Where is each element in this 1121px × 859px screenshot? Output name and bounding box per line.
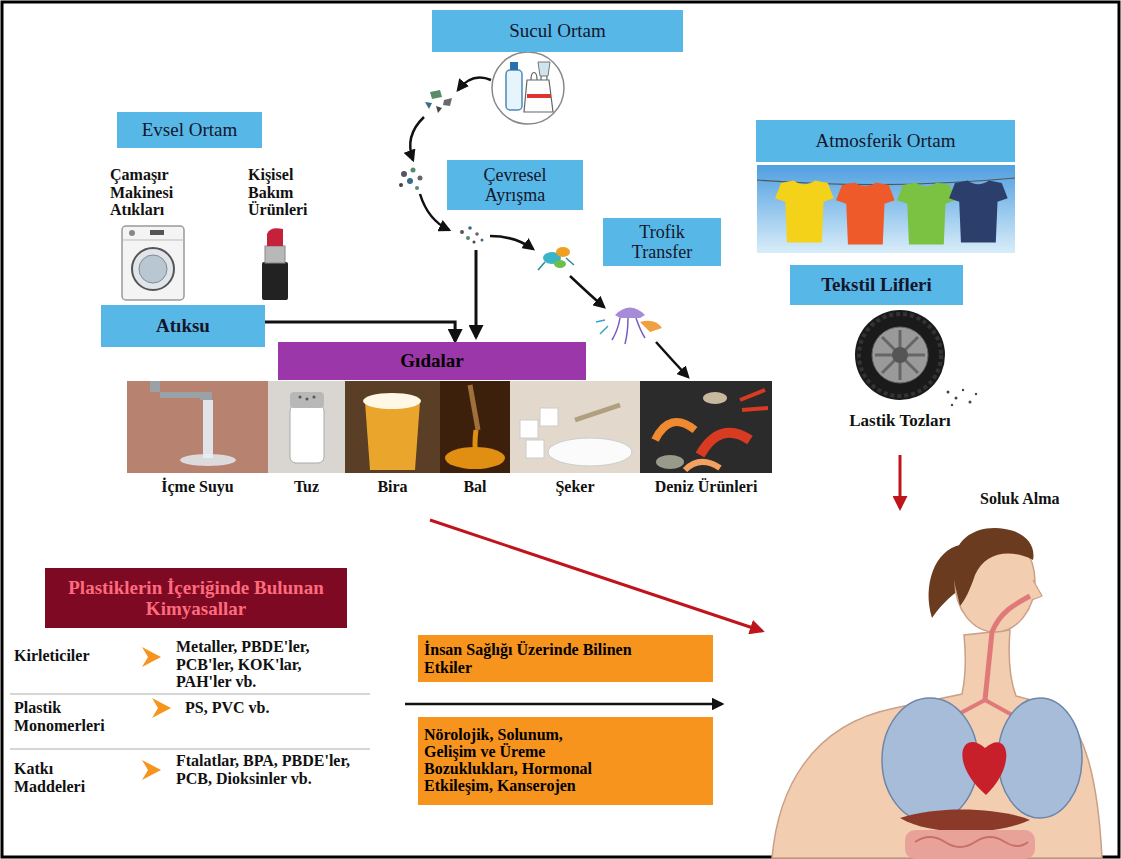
box-text: Evsel Ortam — [142, 119, 238, 140]
item-label: Kişisel Bakım Ürünleri — [248, 166, 324, 219]
exposure-arrows — [405, 455, 900, 704]
category-box: Gıdalar — [278, 342, 586, 380]
item-label: Bal — [440, 478, 510, 496]
item-label: Deniz Ürünleri — [640, 478, 772, 496]
item-label: Çamaşır Makinesi Atıkları — [110, 166, 194, 219]
box-text: Çevresel Ayrışma — [453, 165, 577, 205]
item-label: Metaller, PBDE'ler, PCB'ler, KOK'lar, PA… — [176, 638, 351, 691]
category-box: Trofik Transfer — [603, 218, 721, 266]
box-text: Nörolojik, Solunum, Gelişim ve Üreme Boz… — [424, 727, 596, 794]
category-box: Çevresel Ayrışma — [447, 160, 583, 210]
lipstick-icon — [262, 228, 288, 300]
item-label: Soluk Alma — [980, 490, 1080, 508]
category-box: Atıksu — [101, 305, 265, 347]
washing-machine-icon — [122, 226, 184, 300]
item-label: Ftalatlar, BPA, PBDE'ler, PCB, Dioksinle… — [176, 752, 356, 787]
item-label: İçme Suyu — [127, 478, 268, 496]
tire-icon — [855, 310, 977, 406]
clothesline-photo — [757, 165, 1015, 253]
category-box: Sucul Ortam — [432, 10, 683, 52]
item-label: Katkı Maddeleri — [14, 760, 114, 795]
item-label: Plastik Monomerleri — [14, 699, 132, 734]
box-text: Plastiklerin İçeriğinde Bulunan Kimyasal… — [51, 577, 341, 620]
box-text: Trofik Transfer — [609, 222, 715, 262]
flow-arrow — [265, 322, 455, 341]
item-label: Kirleticiler — [14, 647, 139, 665]
item-label: Şeker — [510, 478, 640, 496]
box-text: Tekstil Lifleri — [821, 274, 932, 295]
category-box: Evsel Ortam — [117, 112, 262, 148]
box-text: Atmosferik Ortam — [816, 130, 956, 151]
human-figure — [772, 528, 1102, 859]
box-text: Atıksu — [156, 315, 210, 336]
box-text: Sucul Ortam — [509, 20, 606, 41]
plastic-waste-icon — [492, 52, 564, 124]
category-box: Plastiklerin İçeriğinde Bulunan Kimyasal… — [45, 568, 347, 628]
box-text: İnsan Sağlığı Üzerinde Bilinen Etkiler — [424, 641, 634, 677]
category-box: Atmosferik Ortam — [756, 120, 1015, 162]
category-box: İnsan Sağlığı Üzerinde Bilinen Etkiler — [418, 635, 713, 682]
category-box: Tekstil Lifleri — [790, 265, 963, 305]
food-photos — [127, 381, 772, 473]
category-box: Nörolojik, Solunum, Gelişim ve Üreme Boz… — [418, 717, 713, 805]
box-text: Gıdalar — [400, 350, 463, 371]
item-label: Bira — [345, 478, 440, 496]
item-label: Tuz — [268, 478, 345, 496]
item-label: PS, PVC vb. — [185, 699, 335, 717]
item-label: Lastik Tozları — [815, 412, 985, 431]
